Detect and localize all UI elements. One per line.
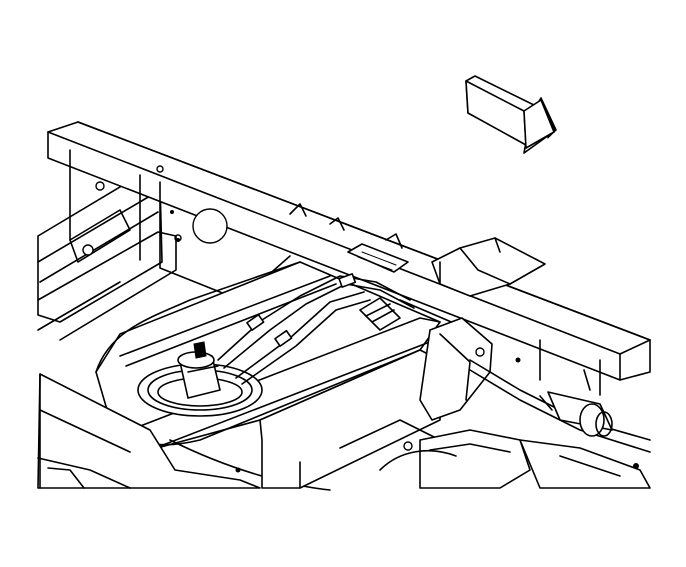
fuel-line-clips: [246, 273, 401, 347]
forward-arrow: [465, 75, 557, 154]
rail-label-plate: [329, 217, 409, 273]
fuel-sender-module: [137, 341, 263, 417]
rear-suspension: [47, 429, 651, 489]
fuel-filter: [515, 357, 639, 469]
tank-strap: [119, 275, 493, 421]
spare-tire-bracket: [431, 237, 546, 297]
